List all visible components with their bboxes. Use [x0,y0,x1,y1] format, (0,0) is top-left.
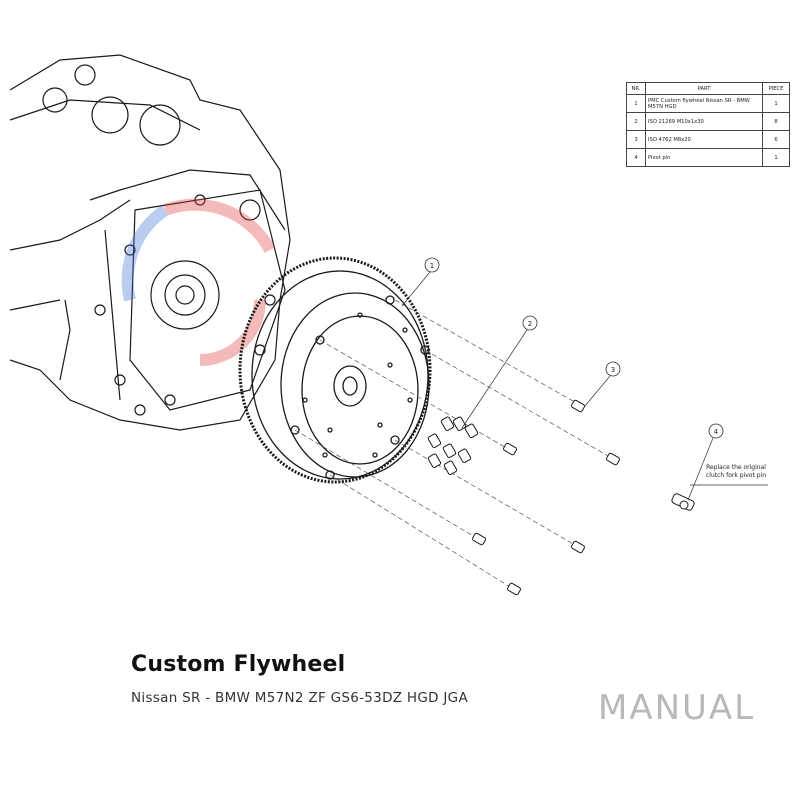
callout-1: 1 [430,262,434,270]
row-piece: 6 [762,130,790,149]
row-piece: 1 [762,148,790,167]
row-part: PMC Custom flywheel Nissan SR - BMW M57N… [645,94,763,113]
row-piece: 1 [762,94,790,113]
callout-4: 4 [714,428,719,436]
row-part: ISO 4762 M8x20 [645,130,763,149]
parts-table: NR. PART PIECE 1 PMC Custom flywheel Nis… [626,82,790,167]
row-nr: 2 [626,112,646,131]
parts-table-header: NR. PART PIECE [626,82,790,95]
table-row: 4 Pivot pin 1 [626,148,790,167]
callout-3: 3 [611,366,615,374]
table-row: 3 ISO 4762 M8x20 6 [626,130,790,149]
flywheel [238,256,432,484]
header-nr: NR. [626,82,646,95]
row-part: ISO 21269 M10x1x30 [645,112,763,131]
brand-logo-watermark [121,198,276,366]
callout-note-line1: Replace the original [706,464,766,471]
callout-note: Replace the original clutch fork pivot p… [696,464,776,480]
flywheel-bolts-m10 [427,416,479,475]
callout-leaders [401,271,768,501]
callout-note-line2: clutch fork pivot pin [706,472,766,479]
pressure-plate-bolts-m8 [472,399,620,596]
row-part: Pivot pin [645,148,763,167]
row-nr: 4 [626,148,646,167]
page-title: Custom Flywheel [131,652,346,677]
engine-bellhousing [9,54,291,431]
assembly-guide-lines [294,299,616,591]
row-nr: 3 [626,130,646,149]
pivot-pin [671,493,695,511]
header-part: PART [645,82,763,95]
table-row: 2 ISO 21269 M10x1x30 8 [626,112,790,131]
page-subtitle: Nissan SR - BMW M57N2 ZF GS6-53DZ HGD JG… [131,690,468,706]
row-piece: 8 [762,112,790,131]
callout-circles [424,257,724,439]
header-piece: PIECE [762,82,790,95]
manual-watermark: MANUAL [598,688,756,728]
callout-2: 2 [528,320,532,328]
table-row: 1 PMC Custom flywheel Nissan SR - BMW M5… [626,94,790,113]
row-nr: 1 [626,94,646,113]
